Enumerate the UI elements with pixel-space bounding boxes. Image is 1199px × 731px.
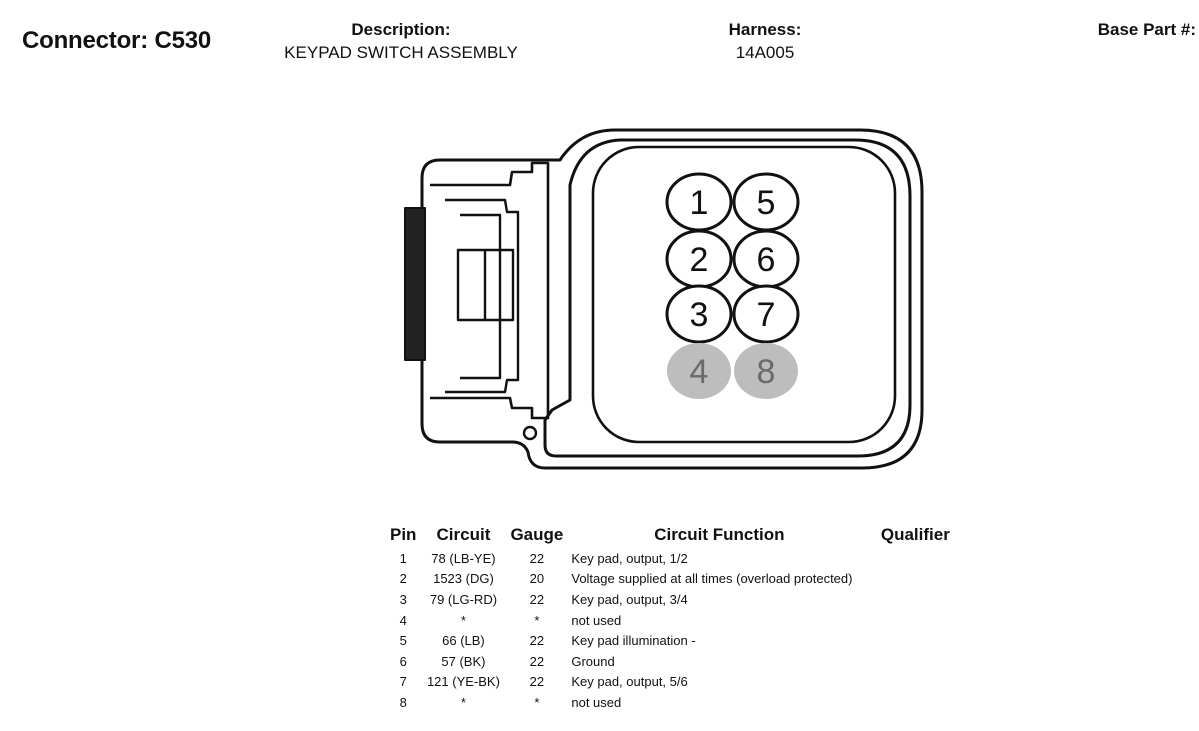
pin-number-3: 3 (690, 296, 709, 334)
harness-value: 14A005 (735, 43, 795, 62)
cell-circuit-function: Key pad illumination - (571, 633, 696, 649)
cell-circuit: 79 (LG-RD) (429, 591, 498, 607)
cell-pin: 6 (399, 653, 407, 669)
pin-cavity-7 (732, 284, 800, 344)
harness-block: Harness: 14A005 (700, 20, 830, 63)
pin-cavity-3 (665, 284, 733, 344)
cell-gauge: * (534, 612, 540, 628)
cell-pin: 3 (399, 591, 407, 607)
base-part-label: Base Part #: (1097, 20, 1196, 39)
cell-gauge: * (534, 694, 540, 710)
description-value: KEYPAD SWITCH ASSEMBLY (284, 43, 518, 62)
header-gauge: Gauge (510, 525, 564, 544)
latch-housing (430, 161, 550, 420)
cell-circuit-function: not used (571, 612, 622, 628)
table-row: 8 * * not used (386, 692, 959, 713)
cell-qualifier (871, 630, 959, 651)
table-row: 5 66 (LB) 22 Key pad illumination - (386, 630, 959, 651)
cell-gauge: 22 (529, 653, 545, 669)
cell-pin: 4 (399, 612, 407, 628)
cell-pin: 5 (399, 633, 407, 649)
cell-qualifier (871, 651, 959, 672)
pin-number-7: 7 (757, 296, 776, 334)
connector-title: Connector: C530 (22, 27, 212, 54)
cell-circuit: 1523 (DG) (433, 571, 494, 587)
pin-number-1: 1 (690, 184, 709, 222)
left-grip (404, 207, 426, 361)
cell-qualifier (871, 610, 959, 631)
table-row: 2 1523 (DG) 20 Voltage supplied at all time… (386, 569, 959, 590)
table-row: 1 78 (LB-YE) 22 Key pad, output, 1/2 (386, 548, 959, 569)
header-circuit-function: Circuit Function (654, 525, 785, 544)
latch-inner-step (445, 198, 520, 394)
cell-pin: 8 (399, 694, 407, 710)
cell-qualifier (871, 589, 959, 610)
cell-circuit-function: Key pad, output, 3/4 (571, 591, 688, 607)
cell-circuit-function: Key pad, output, 1/2 (571, 550, 688, 566)
cell-gauge: 22 (529, 550, 545, 566)
table-row: 6 57 (BK) 22 Ground (386, 651, 959, 672)
base-part-block: Base Part #: (1060, 20, 1196, 43)
table-row: 4 * * not used (386, 610, 959, 631)
harness-label: Harness: (728, 20, 802, 39)
table-row: 3 79 (LG-RD) 22 Key pad, output, 3/4 (386, 589, 959, 610)
cell-gauge: 20 (529, 571, 545, 587)
shell-notch (522, 425, 538, 441)
cell-pin: 2 (399, 571, 407, 587)
cell-gauge: 22 (529, 591, 545, 607)
pin-number-5: 5 (757, 184, 776, 222)
cell-pin: 1 (399, 550, 407, 566)
cell-gauge: 22 (529, 674, 545, 690)
cell-qualifier (871, 569, 959, 590)
connector-outer-shell (420, 128, 924, 470)
connector-inner-shell (543, 138, 912, 458)
cell-circuit: 121 (YE-BK) (426, 674, 500, 690)
pin-number-6: 6 (757, 241, 776, 279)
latch-inner-body (460, 213, 502, 380)
pin-table: Pin Circuit Gauge Circuit Function Quali… (386, 525, 959, 713)
pin-cavity-8 (734, 343, 798, 399)
header-pin: Pin (390, 525, 417, 544)
header-circuit: Circuit (436, 525, 491, 544)
cell-circuit-function: Voltage supplied at all times (overload … (571, 571, 853, 587)
description-label: Description: (351, 20, 451, 39)
cell-circuit: * (460, 694, 466, 710)
header-qualifier: Qualifier (880, 525, 950, 544)
pin-cavity-4 (667, 343, 731, 399)
cell-circuit: 66 (LB) (442, 633, 485, 649)
cell-circuit: 78 (LB-YE) (431, 550, 496, 566)
pin-layer: 1 2 3 4 5 6 7 8 (665, 172, 800, 399)
pin-number-2: 2 (690, 241, 709, 279)
cell-circuit: * (460, 612, 466, 628)
cell-circuit-function: not used (571, 694, 622, 710)
description-block: Description: KEYPAD SWITCH ASSEMBLY (270, 20, 532, 63)
cell-pin: 7 (399, 674, 407, 690)
pin-number-8: 8 (757, 353, 776, 391)
pin-number-4: 4 (690, 353, 709, 391)
cell-qualifier (871, 672, 959, 693)
cell-qualifier (871, 692, 959, 713)
table-header-row: Pin Circuit Gauge Circuit Function Quali… (386, 525, 959, 548)
cell-circuit: 57 (BK) (441, 653, 486, 669)
cell-gauge: 22 (529, 633, 545, 649)
pin-cavity-frame (591, 145, 897, 444)
cell-circuit-function: Key pad, output, 5/6 (571, 674, 688, 690)
table-row: 7 121 (YE-BK) 22 Key pad, output, 5/6 (386, 672, 959, 693)
cell-qualifier (871, 548, 959, 569)
cell-circuit-function: Ground (571, 653, 615, 669)
